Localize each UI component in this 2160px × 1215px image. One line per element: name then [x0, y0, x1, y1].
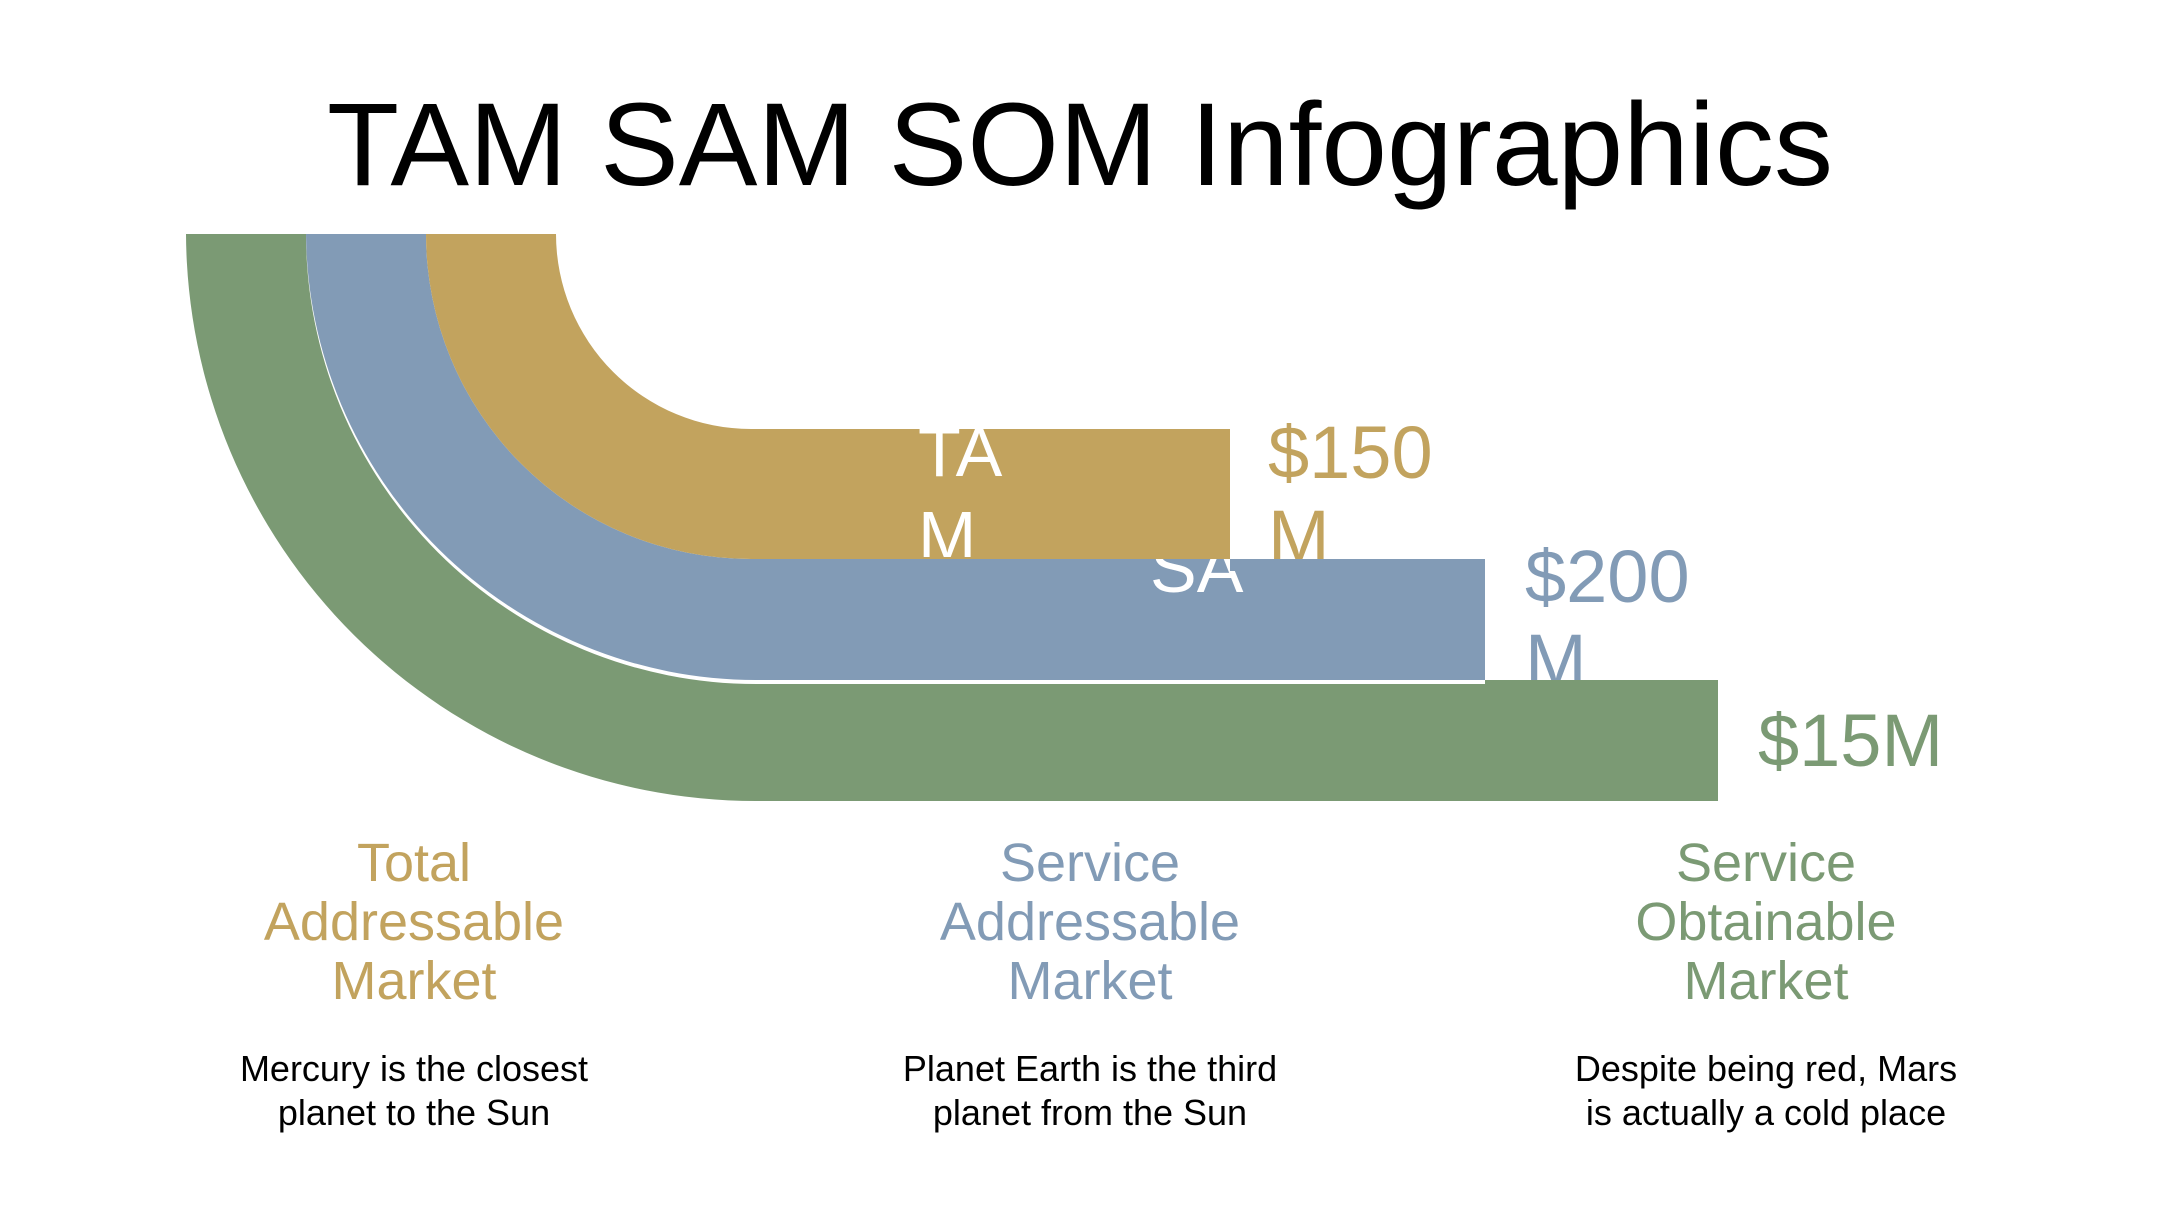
sam-band-cover [1230, 559, 1485, 571]
tam-band-label-group: TA M [918, 413, 1003, 575]
tam-value-line-1: $150 [1268, 411, 1433, 494]
tam-description: Mercury is the closest planet to the Sun [239, 1048, 589, 1133]
tam-title: Total Addressable Market [263, 833, 565, 1011]
tam-band [426, 234, 1230, 559]
sam-column: Service Addressable Market Planet Earth … [790, 834, 1390, 1135]
sam-band [306, 234, 1485, 680]
sam-title: Service Addressable Market [939, 833, 1241, 1011]
page-title: TAM SAM SOM Infographics [327, 79, 1833, 211]
som-column: Service Obtainable Market Despite being … [1466, 834, 2066, 1135]
sam-description: Planet Earth is the third planet from th… [902, 1048, 1278, 1133]
tam-band-label-line-2: M [918, 497, 976, 575]
som-band-cover [1485, 680, 1718, 692]
sam-value-line-1: $200 [1525, 535, 1690, 618]
tam-band-label-line-1: TA [918, 413, 1003, 491]
som-description: Despite being red, Mars is actually a co… [1574, 1048, 1958, 1133]
sam-band-label-line-1: SA [1150, 529, 1244, 607]
sam-band-label-group: SA [1150, 529, 1244, 607]
som-value: $15M [1758, 699, 1943, 782]
som-band [186, 234, 1718, 801]
tam-column: Total Addressable Market Mercury is the … [114, 834, 714, 1135]
som-title: Service Obtainable Market [1635, 833, 1897, 1011]
